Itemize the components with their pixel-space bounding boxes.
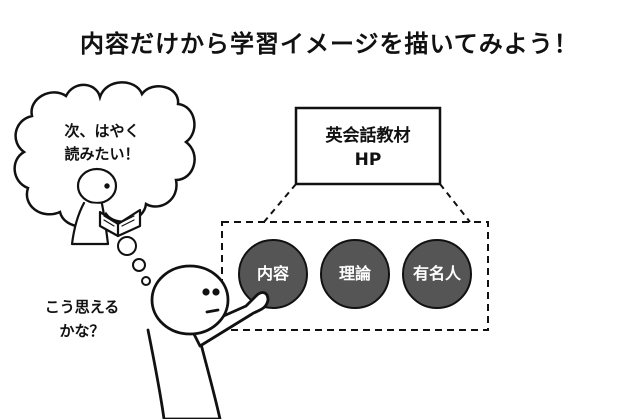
- hp-box: [294, 106, 442, 186]
- page-title: 内容だけから学習イメージを描いてみよう！: [80, 30, 579, 58]
- circle-label-celebrity: 有名人: [412, 264, 461, 283]
- reading-figure-icon: [70, 167, 142, 246]
- pointing-figure-icon: [146, 264, 270, 419]
- thought-bubble-dot-1: [117, 236, 137, 256]
- circle-label-theory: 理論: [338, 264, 371, 283]
- thought-bubble-dot-3: [141, 276, 151, 286]
- question-text-line2: かな？: [59, 322, 105, 340]
- circle-content: [238, 239, 308, 309]
- hp-box-line1: 英会話教材: [325, 126, 411, 146]
- thought-bubble-dot-2: [132, 258, 146, 272]
- circle-label-content: 内容: [256, 264, 289, 283]
- attributes-container: [221, 221, 489, 331]
- connector-right: [439, 183, 471, 223]
- circle-theory: [320, 239, 390, 309]
- thought-text-line2: 読みたい！: [64, 145, 140, 163]
- hp-box-line2: HP: [354, 150, 382, 170]
- circle-celebrity: [402, 239, 472, 309]
- connector-left: [263, 183, 297, 223]
- question-text-line1: こう思える: [44, 298, 120, 316]
- hp-box-label: 英会話教材 HP: [296, 124, 440, 172]
- thought-cloud: [13, 81, 196, 228]
- thought-text-line1: 次、はやく: [64, 122, 140, 140]
